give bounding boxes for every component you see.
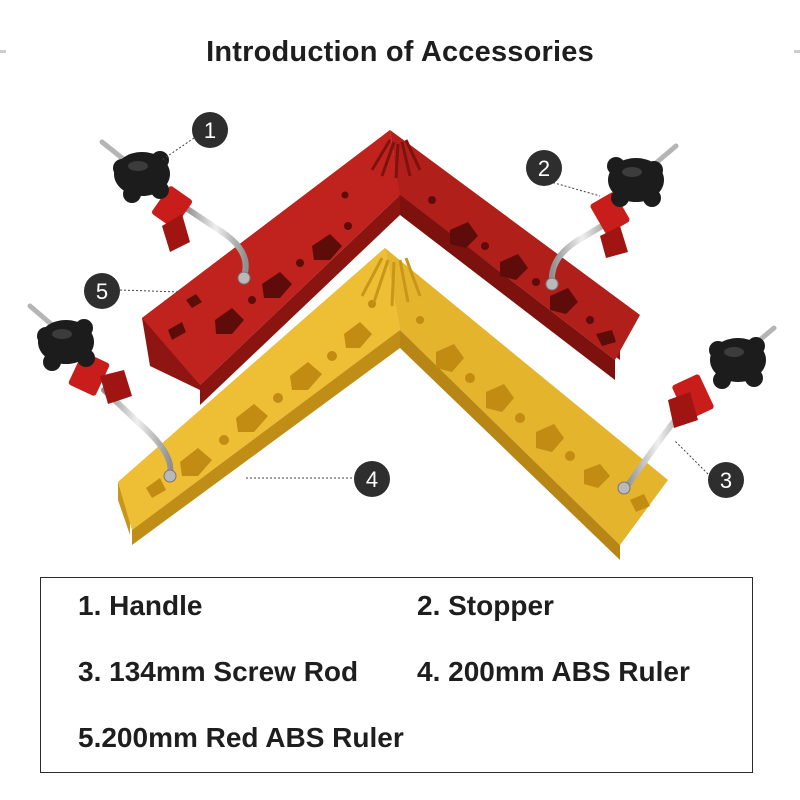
red-abs-ruler [142,130,640,405]
accessories-legend: 1. Handle 2. Stopper 3. 134mm Screw Rod … [40,577,753,773]
left-edge-mark [0,50,6,53]
handle-knob [607,157,664,207]
callout-5-label: 5 [96,279,108,304]
callout-1: 1 [192,112,228,148]
handle-knob [113,151,170,203]
clamp-top-left [99,139,251,285]
callout-2: 2 [526,150,562,186]
accessories-illustration: 1 2 3 4 5 [27,112,777,560]
legend-item-handle: 1. Handle [78,590,203,621]
callout-3: 3 [708,462,744,498]
legend-item-red-abs-ruler: 5.200mm Red ABS Ruler [78,722,404,753]
callout-4-label: 4 [366,467,378,492]
clamp-bottom-left [27,303,177,483]
callout-5: 5 [84,273,120,309]
callout-2-label: 2 [538,156,550,181]
legend-item-screw-rod: 3. 134mm Screw Rod [78,656,359,687]
clamp-bottom-right [617,325,777,495]
callout-4: 4 [354,461,390,497]
yellow-abs-ruler [118,248,668,560]
legend-item-abs-ruler: 4. 200mm ABS Ruler [417,656,690,687]
clamp-top-right [545,143,679,291]
legend-item-stopper: 2. Stopper [417,590,554,621]
right-edge-mark [794,50,800,53]
handle-knob [709,337,766,389]
handle-knob [37,319,95,371]
callout-1-label: 1 [204,118,216,143]
page-title: Introduction of Accessories [206,36,594,68]
callout-3-label: 3 [720,468,732,493]
